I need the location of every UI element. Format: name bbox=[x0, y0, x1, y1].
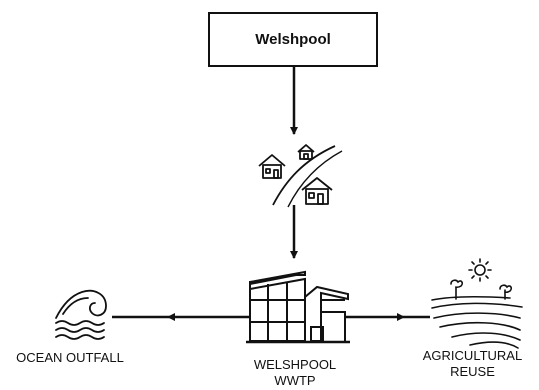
wave-icon bbox=[55, 289, 107, 340]
agricultural-reuse-label-line2: REUSE bbox=[450, 364, 495, 379]
agricultural-reuse-caption: AGRICULTURAL REUSE bbox=[410, 348, 535, 380]
house-icon bbox=[258, 154, 286, 179]
welshpool-source-box: Welshpool bbox=[208, 12, 378, 67]
agricultural-reuse-label-line1: AGRICULTURAL bbox=[422, 348, 523, 363]
wwtp-label-line2: WWTP bbox=[274, 373, 316, 388]
treatment-plant-icon bbox=[246, 270, 350, 344]
house-icon bbox=[297, 144, 315, 160]
welshpool-source-label: Welshpool bbox=[255, 31, 331, 48]
sun-icon bbox=[474, 264, 486, 276]
ocean-outfall-label: OCEAN OUTFALL bbox=[16, 350, 124, 365]
ocean-outfall-caption: OCEAN OUTFALL bbox=[10, 350, 130, 366]
wwtp-label-line1: WELSHPOOL bbox=[253, 357, 337, 372]
wwtp-caption: WELSHPOOL WWTP bbox=[235, 357, 355, 389]
farm-field-icon bbox=[431, 258, 523, 349]
houses-road-icon bbox=[258, 144, 343, 208]
house-icon bbox=[301, 177, 333, 205]
